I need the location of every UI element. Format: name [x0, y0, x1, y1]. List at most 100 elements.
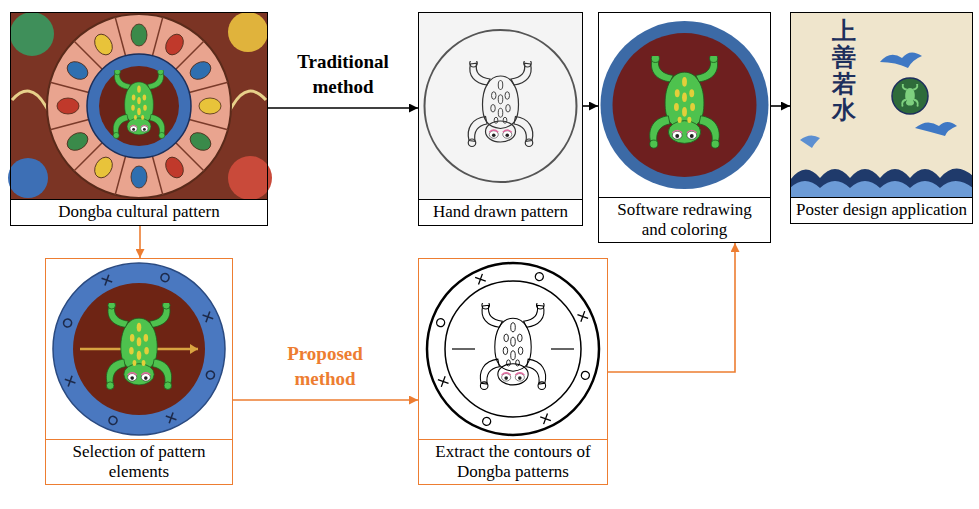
poster-thumbnail — [880, 52, 922, 68]
caption-text: Poster design application — [795, 200, 968, 220]
flow-arrow — [771, 105, 790, 107]
flow-arrow — [583, 105, 598, 107]
redrawn-pattern — [598, 12, 771, 198]
contour-drawing — [475, 274, 486, 285]
contour-drawing — [580, 370, 590, 380]
hand-drawn-sketch — [489, 130, 512, 138]
contour-drawing — [503, 323, 523, 366]
contour-drawing — [445, 281, 581, 417]
dongba-mural — [131, 24, 147, 46]
dongba-mural — [47, 14, 231, 198]
caption-box: Software redrawing and coloring — [598, 198, 771, 243]
redrawn-pattern — [674, 77, 695, 123]
caption-box: Hand drawn pattern — [418, 200, 583, 226]
dongba-mural — [152, 156, 162, 195]
flow-arrow — [608, 243, 735, 372]
redrawn-pattern — [672, 130, 696, 139]
dongba-mural — [162, 154, 187, 181]
dongba-mural — [199, 98, 221, 114]
dongba-mural — [130, 125, 148, 132]
selected-element — [205, 370, 215, 380]
dongba-mural — [91, 31, 116, 58]
dongba-mural — [50, 82, 89, 92]
flow-arrow — [268, 107, 418, 109]
selected-element — [65, 376, 76, 387]
poster-thumbnail — [892, 78, 928, 114]
dongba-mural — [57, 24, 221, 188]
dongba-mural — [57, 98, 79, 114]
dongba-mural — [228, 12, 268, 52]
dongba-mural — [115, 17, 125, 56]
poster-thumbnail — [790, 12, 973, 198]
contour-drawing — [540, 413, 551, 424]
selected-element — [129, 323, 149, 366]
dongba-mural — [228, 156, 272, 200]
contour-drawing — [438, 376, 449, 387]
image-frame — [418, 12, 583, 200]
image-frame — [46, 259, 232, 439]
selected-element — [160, 272, 170, 282]
caption-box: Dongba cultural pattern — [10, 200, 268, 226]
contour-drawing — [436, 272, 591, 427]
redrawn-pattern — [613, 33, 757, 177]
dongba-mural — [152, 17, 162, 56]
dongba-mural — [113, 69, 165, 139]
dongba-mural — [87, 54, 191, 158]
selected-element — [73, 283, 205, 415]
hand-drawn-sketch — [425, 30, 577, 182]
dongba-mural — [162, 31, 187, 58]
caption-text: Software redrawing and coloring — [603, 200, 766, 239]
caption-box: Extract the contours of Dongba patterns — [419, 439, 607, 484]
selected-element — [62, 272, 215, 425]
caption-text: Dongba cultural pattern — [15, 202, 263, 222]
flow-arrow — [233, 399, 418, 401]
caption-box: Selection of pattern elements — [46, 439, 232, 484]
poster-thumbnail — [790, 12, 973, 198]
contour-drawing — [427, 263, 599, 435]
dongba-mural — [115, 156, 125, 195]
poster-thumbnail — [915, 122, 957, 136]
selected-element — [166, 413, 177, 424]
hand-drawn-sketch — [491, 81, 511, 124]
selected-element — [128, 373, 151, 381]
image-frame — [790, 12, 973, 198]
dongba-mural — [10, 12, 54, 56]
selected-element — [190, 344, 198, 354]
contour-drawing — [502, 373, 525, 381]
poster-thumbnail — [901, 84, 918, 107]
selected-element — [62, 318, 72, 328]
process-panel: Software redrawing and coloring — [598, 12, 771, 243]
selected-element — [53, 263, 225, 435]
poster-thumbnail — [800, 135, 820, 148]
dongba-mural — [8, 12, 272, 200]
selected-element — [108, 415, 118, 425]
process-panel: Dongba cultural pattern — [10, 12, 268, 226]
hand-drawn-sketch — [418, 12, 583, 200]
contour-drawing — [577, 311, 588, 322]
image-frame — [598, 12, 771, 198]
caption-text: Extract the contours of Dongba patterns — [423, 442, 603, 481]
dongba-mural — [64, 58, 91, 83]
dongba-mural — [64, 129, 91, 154]
contour-drawing — [480, 301, 545, 389]
image-frame — [10, 12, 268, 200]
process-panel: Selection of pattern elements — [45, 258, 233, 485]
contour-drawing — [551, 348, 574, 349]
poster-thumbnail — [790, 181, 973, 198]
dongba-mural — [99, 66, 179, 146]
caption-text: Selection of pattern elements — [50, 442, 228, 481]
selected-element — [102, 275, 113, 286]
dongba-mural — [187, 58, 214, 83]
contour-drawing — [436, 318, 446, 328]
caption-box: Poster design application — [790, 198, 973, 224]
method-label: Proposed method — [287, 341, 363, 392]
contour-drawing — [482, 416, 492, 426]
poster-calligraphy: 上善若水 — [832, 18, 856, 124]
flow-arrow — [139, 226, 141, 258]
selected-element — [53, 263, 225, 435]
caption-text: Hand drawn pattern — [423, 202, 578, 222]
process-panel: Hand drawn pattern — [418, 12, 583, 226]
dongba-mural — [50, 119, 89, 129]
